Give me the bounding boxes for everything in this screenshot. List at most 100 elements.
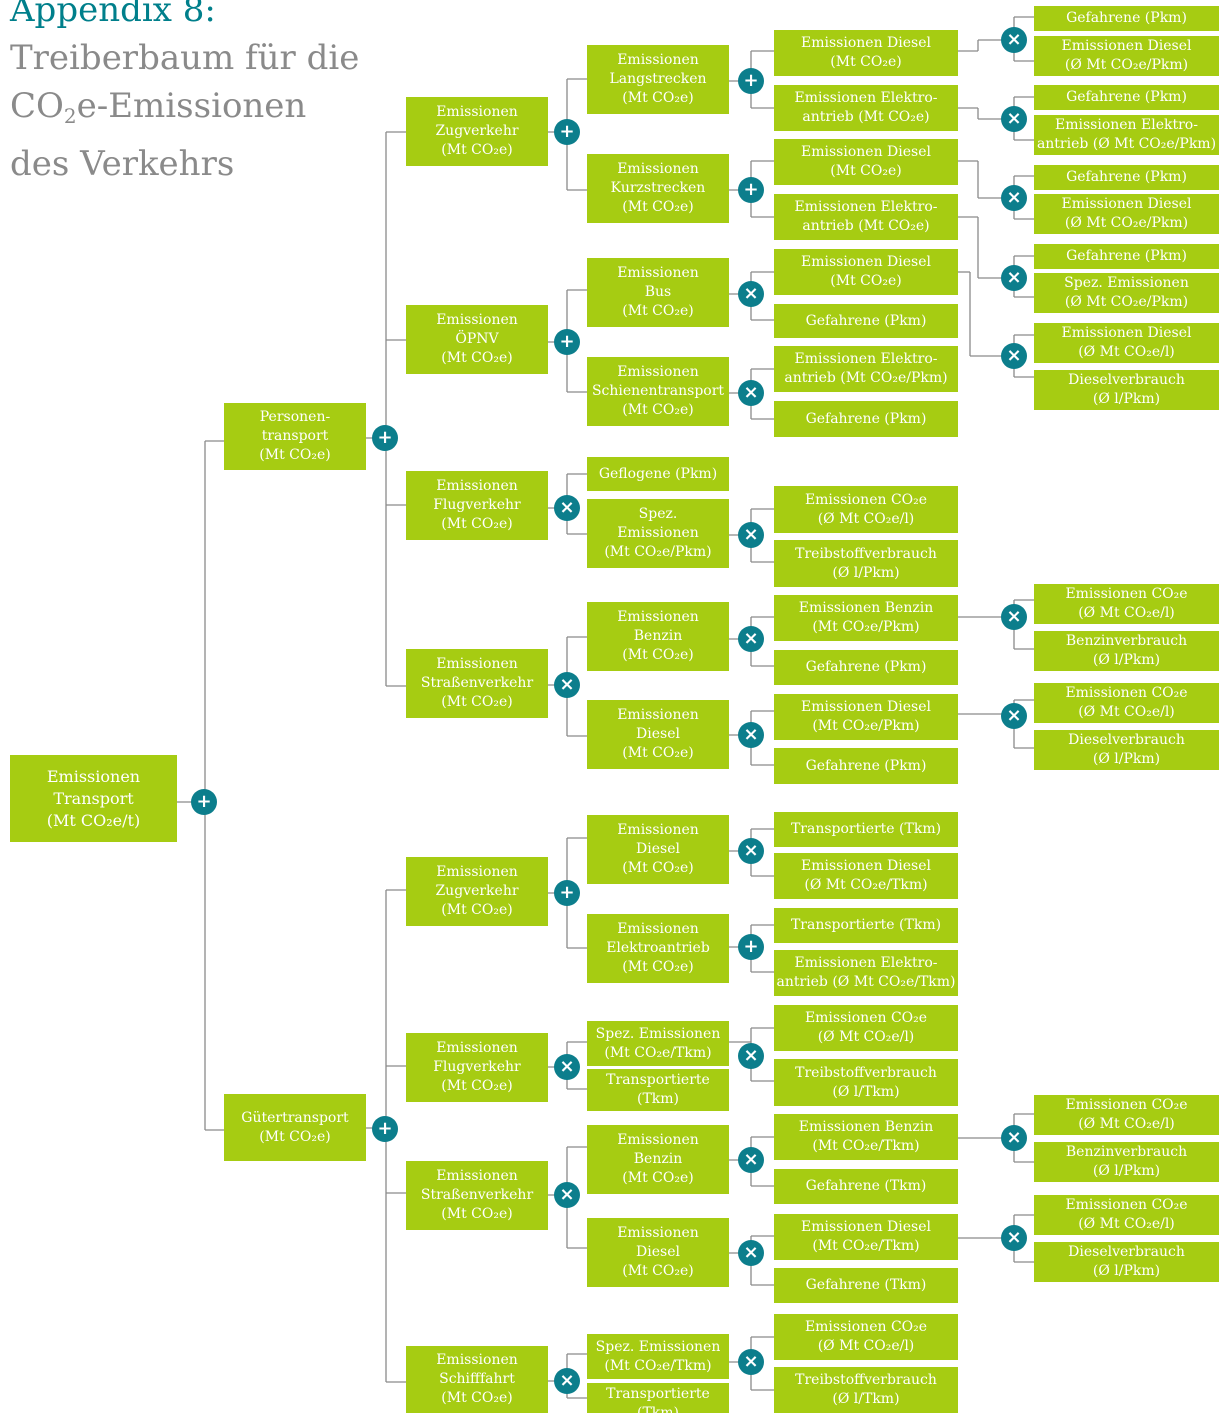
- node-kurz-diesel: Emissionen Diesel (Mt CO₂e): [774, 139, 958, 185]
- times-icon: ×: [738, 838, 764, 864]
- plus-icon: +: [738, 177, 764, 203]
- node-g-benzin: Emissionen Benzin (Mt CO₂e): [587, 1125, 729, 1194]
- times-icon: ×: [554, 495, 580, 521]
- times-icon: ×: [1001, 604, 1027, 630]
- node-r4-spez: Spez. Emissionen (Ø Mt CO₂e/Pkm): [1034, 273, 1219, 313]
- plus-icon: +: [554, 880, 580, 906]
- node-bus-diesel: Emissionen Diesel (Mt CO₂e): [774, 249, 958, 295]
- node-gl-diesel-gefahrene: Gefahrene (Tkm): [774, 1268, 958, 1303]
- title-line-4: des Verkehrs: [10, 144, 235, 184]
- node-gl-zd-emissionen: Emissionen Diesel (Ø Mt CO₂e/Tkm): [774, 853, 958, 899]
- node-g-zug-elektro: Emissionen Elektroantrieb (Mt CO₂e): [587, 914, 729, 983]
- node-g-zug-diesel: Emissionen Diesel (Mt CO₂e): [587, 815, 729, 884]
- plus-icon: +: [554, 329, 580, 355]
- times-icon: ×: [738, 1349, 764, 1375]
- node-g-flug-transportierte: Transportierte (Tkm): [587, 1069, 729, 1111]
- node-diesel-gefahrene: Gefahrene (Pkm): [774, 748, 958, 784]
- times-icon: ×: [554, 1182, 580, 1208]
- title-line-3: CO2e-Emissionen: [10, 86, 307, 128]
- node-g-flugverkehr: Emissionen Flugverkehr (Mt CO₂e): [406, 1033, 548, 1102]
- node-r4-gefahrene: Gefahrene (Pkm): [1034, 244, 1219, 269]
- title-line-1: Appendix 8:: [10, 0, 216, 30]
- node-benzin-emissionen: Emissionen Benzin (Mt CO₂e/Pkm): [774, 595, 958, 641]
- node-p-strassenverkehr: Emissionen Straßenverkehr (Mt CO₂e): [406, 649, 548, 718]
- node-kurz-elektro: Emissionen Elektro- antrieb (Mt CO₂e): [774, 194, 958, 240]
- node-p-diesel: Emissionen Diesel (Mt CO₂e): [587, 700, 729, 769]
- node-g-zugverkehr: Emissionen Zugverkehr (Mt CO₂e): [406, 857, 548, 926]
- plus-icon: +: [191, 789, 217, 815]
- node-p-schienentransport: Emissionen Schienentransport (Mt CO₂e): [587, 357, 729, 426]
- node-r2-elektro: Emissionen Elektro- antrieb (Ø Mt CO₂e/P…: [1034, 115, 1219, 155]
- node-flug-co2: Emissionen CO₂e (Ø Mt CO₂e/l): [774, 486, 958, 533]
- times-icon: ×: [1001, 1125, 1027, 1151]
- node-p-benzin: Emissionen Benzin (Mt CO₂e): [587, 602, 729, 671]
- title-line-2: Treiberbaum für die: [10, 38, 360, 78]
- node-p-zugverkehr: Emissionen Zugverkehr (Mt CO₂e): [406, 97, 548, 166]
- times-icon: ×: [1001, 1225, 1027, 1251]
- node-r3-gefahrene: Gefahrene (Pkm): [1034, 165, 1219, 190]
- node-r7-co2: Emissionen CO₂e (Ø Mt CO₂e/l): [1034, 683, 1219, 723]
- node-g-schiff-spez: Spez. Emissionen (Mt CO₂e/Tkm): [587, 1334, 729, 1379]
- node-g-diesel: Emissionen Diesel (Mt CO₂e): [587, 1218, 729, 1287]
- times-icon: ×: [738, 281, 764, 307]
- node-g-schifffahrt: Emissionen Schifffahrt (Mt CO₂e): [406, 1346, 548, 1413]
- node-r6-co2: Emissionen CO₂e (Ø Mt CO₂e/l): [1034, 584, 1219, 624]
- node-gl-zd-transportierte: Transportierte (Tkm): [774, 812, 958, 847]
- node-g-flug-spez: Spez. Emissionen (Mt CO₂e/Tkm): [587, 1021, 729, 1066]
- node-gl-benzin-gefahrene: Gefahrene (Tkm): [774, 1169, 958, 1204]
- node-r6-benzinverbrauch: Benzinverbrauch (Ø l/Pkm): [1034, 631, 1219, 671]
- node-r3-diesel: Emissionen Diesel (Ø Mt CO₂e/Pkm): [1034, 194, 1219, 234]
- node-p-spez-emissionen: Spez. Emissionen (Mt CO₂e/Pkm): [587, 499, 729, 568]
- node-gl-schiff-co2: Emissionen CO₂e (Ø Mt CO₂e/l): [774, 1314, 958, 1360]
- node-r1-diesel: Emissionen Diesel (Ø Mt CO₂e/Pkm): [1034, 36, 1219, 76]
- times-icon: ×: [1001, 27, 1027, 53]
- node-r5-verbrauch: Dieselverbrauch (Ø l/Pkm): [1034, 370, 1219, 410]
- times-icon: ×: [554, 672, 580, 698]
- node-p-kurzstrecken: Emissionen Kurzstrecken (Mt CO₂e): [587, 154, 729, 223]
- node-diesel-emissionen: Emissionen Diesel (Mt CO₂e/Pkm): [774, 694, 958, 740]
- node-p-flugverkehr: Emissionen Flugverkehr (Mt CO₂e): [406, 471, 548, 540]
- times-icon: ×: [1001, 185, 1027, 211]
- node-gl-ze-emissionen: Emissionen Elektro- antrieb (Ø Mt CO₂e/T…: [774, 950, 958, 996]
- node-schiene-gefahrene: Gefahrene (Pkm): [774, 401, 958, 437]
- node-p-bus: Emissionen Bus (Mt CO₂e): [587, 258, 729, 327]
- node-gr2-co2: Emissionen CO₂e (Ø Mt CO₂e/l): [1034, 1195, 1219, 1235]
- node-gl-benzin-emissionen: Emissionen Benzin (Mt CO₂e/Tkm): [774, 1114, 958, 1160]
- plus-icon: +: [738, 68, 764, 94]
- node-personentransport: Personen- transport (Mt CO₂e): [224, 403, 366, 470]
- node-r5-diesel: Emissionen Diesel (Ø Mt CO₂e/l): [1034, 323, 1219, 363]
- times-icon: ×: [738, 722, 764, 748]
- times-icon: ×: [554, 1368, 580, 1394]
- node-schiene-elektro: Emissionen Elektro- antrieb (Mt CO₂e/Pkm…: [774, 346, 958, 392]
- node-r1-gefahrene: Gefahrene (Pkm): [1034, 6, 1219, 31]
- node-lang-diesel: Emissionen Diesel (Mt CO₂e): [774, 30, 958, 76]
- times-icon: ×: [1001, 343, 1027, 369]
- node-g-schiff-transportierte: Transportierte (Tkm): [587, 1383, 729, 1413]
- node-benzin-gefahrene: Gefahrene (Pkm): [774, 650, 958, 685]
- node-gl-flug-treibstoff: Treibstoffverbrauch (Ø l/Tkm): [774, 1059, 958, 1106]
- times-icon: ×: [738, 1240, 764, 1266]
- node-gr2-dieselverbrauch: Dieselverbrauch (Ø l/Pkm): [1034, 1242, 1219, 1282]
- node-lang-elektro: Emissionen Elektro- antrieb (Mt CO₂e): [774, 85, 958, 131]
- node-g-strassenverkehr: Emissionen Straßenverkehr (Mt CO₂e): [406, 1161, 548, 1230]
- plus-icon: +: [554, 119, 580, 145]
- node-gr1-co2: Emissionen CO₂e (Ø Mt CO₂e/l): [1034, 1095, 1219, 1135]
- node-p-geflogene: Geflogene (Pkm): [587, 457, 729, 491]
- node-emissionen-transport: Emissionen Transport (Mt CO₂e/t): [10, 755, 177, 842]
- plus-icon: +: [372, 1116, 398, 1142]
- node-gl-flug-co2: Emissionen CO₂e (Ø Mt CO₂e/l): [774, 1005, 958, 1051]
- times-icon: ×: [554, 1054, 580, 1080]
- node-p-oepnv: Emissionen ÖPNV (Mt CO₂e): [406, 305, 548, 374]
- plus-icon: +: [372, 425, 398, 451]
- times-icon: ×: [738, 626, 764, 652]
- times-icon: ×: [738, 1147, 764, 1173]
- times-icon: ×: [738, 380, 764, 406]
- node-p-langstrecken: Emissionen Langstrecken (Mt CO₂e): [587, 45, 729, 114]
- page-title: Appendix 8: Treiberbaum für die CO2e-Emi…: [10, 0, 390, 188]
- node-r7-dieselverbrauch: Dieselverbrauch (Ø l/Pkm): [1034, 730, 1219, 770]
- plus-icon: +: [738, 934, 764, 960]
- node-flug-treibstoff: Treibstoffverbrauch (Ø l/Pkm): [774, 540, 958, 587]
- times-icon: ×: [738, 1043, 764, 1069]
- node-guetertransport: Gütertransport (Mt CO₂e): [224, 1094, 366, 1161]
- node-gl-schiff-treibstoff: Treibstoffverbrauch (Ø l/Tkm): [774, 1367, 958, 1413]
